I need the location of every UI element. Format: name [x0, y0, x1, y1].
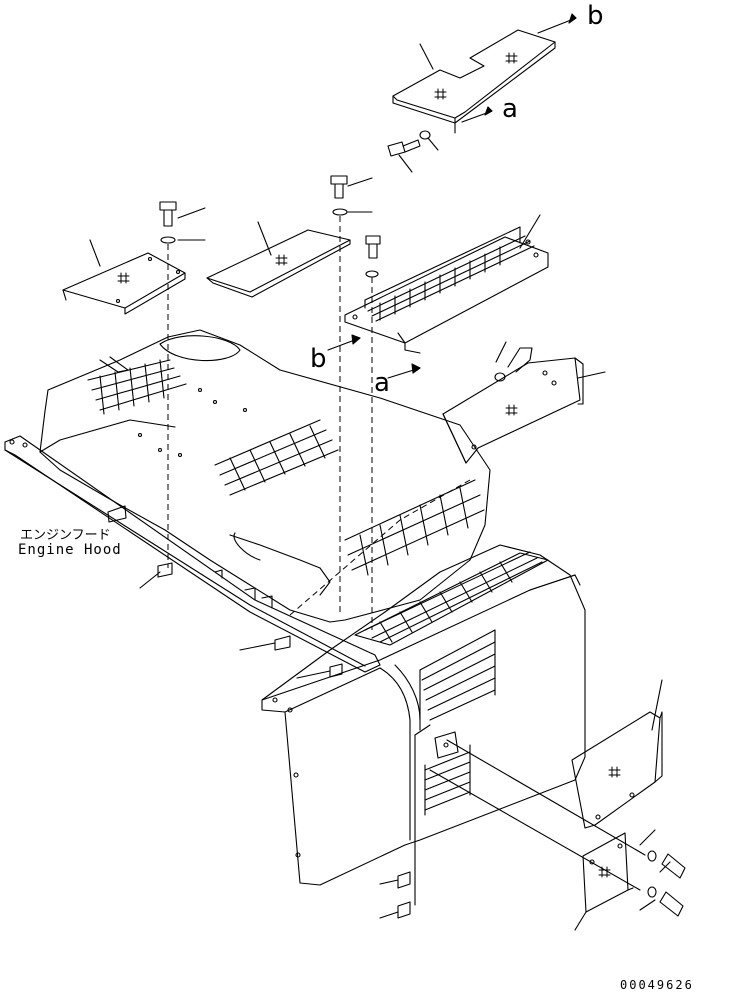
clip-parts [139, 562, 411, 919]
small-plate [574, 832, 634, 931]
ref-label-b-mid: b [310, 344, 327, 374]
side-panel [261, 544, 586, 906]
dashed-line-diagonal [289, 479, 471, 616]
bolts-lower [639, 829, 686, 917]
ref-label-a-mid: a [374, 368, 390, 398]
hood-label-jp: エンジンフード [20, 528, 111, 543]
side-curved-cover [442, 341, 606, 464]
bolt-top [387, 130, 439, 173]
top-step-cover [392, 13, 577, 134]
hood-label-en: Engine Hood [18, 542, 122, 558]
grille-panel-top [344, 214, 549, 354]
frame-rail [4, 435, 381, 673]
bolt-middle [330, 175, 373, 216]
ref-label-b-top: b [587, 1, 604, 31]
ref-label-a-top: a [502, 94, 518, 124]
bolt-left [159, 201, 206, 244]
bolt-grille [365, 235, 381, 278]
lower-right-cover [571, 679, 663, 829]
leader-bracket [446, 739, 646, 856]
middle-cover [206, 221, 351, 298]
drawing-number: 00049626 [620, 978, 694, 992]
engine-hood [39, 329, 491, 623]
left-cover [62, 239, 186, 315]
